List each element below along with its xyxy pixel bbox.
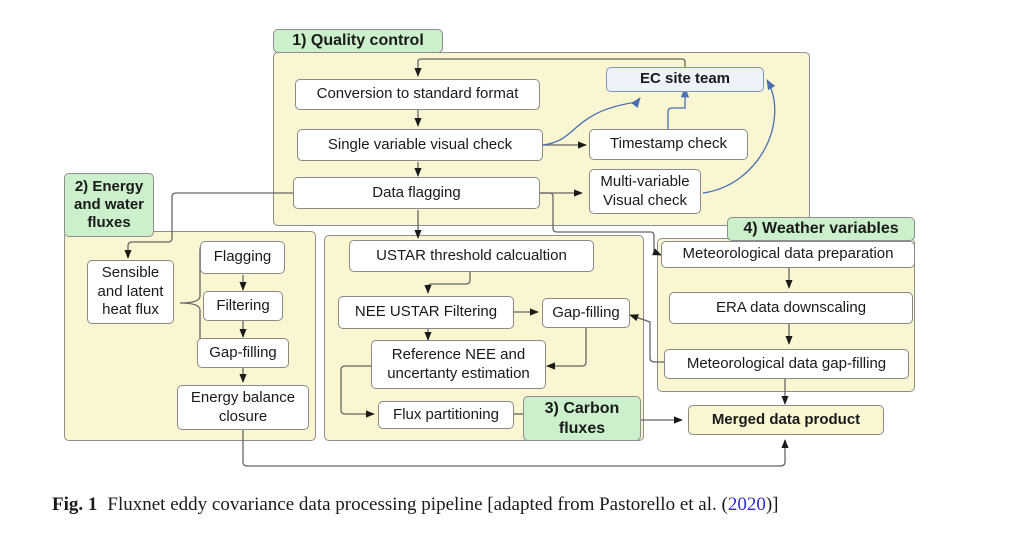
citation-link[interactable]: 2020 bbox=[727, 494, 766, 515]
edge-timestamp-ec bbox=[667, 86, 690, 130]
figure-caption: Fig. 1 Fluxnet eddy covariance data proce… bbox=[52, 494, 779, 516]
energy-balance-line: closure bbox=[218, 407, 268, 425]
multi-check-line: Visual check bbox=[603, 191, 687, 209]
edge-flagging-sensible bbox=[124, 192, 293, 259]
timestamp-check-node: Timestamp check bbox=[589, 129, 748, 160]
edge-single-ec bbox=[542, 97, 641, 146]
single-variable-check-node: Single variable visual check bbox=[297, 129, 543, 161]
reference-nee-line: Reference NEE and bbox=[391, 345, 526, 363]
energy-water-label-line: and water bbox=[73, 196, 145, 213]
sensible-line: heat flux bbox=[102, 301, 159, 319]
reference-nee-line: uncertanty estimation bbox=[387, 364, 530, 382]
weather-label: 4) Weather variables bbox=[727, 217, 915, 241]
energy-balance-line: Energy balance bbox=[190, 388, 296, 406]
edge-ustar-nee bbox=[424, 272, 471, 294]
multi-check-line: Multi-variable bbox=[600, 172, 690, 190]
merged-data-product-node: Merged data product bbox=[688, 405, 884, 435]
ustar-threshold-node: USTAR threshold calcualtion bbox=[349, 240, 594, 272]
edge-gap-reference bbox=[546, 328, 587, 370]
flux-partitioning-node: Flux partitioning bbox=[378, 401, 514, 429]
quality-control-label: 1) Quality control bbox=[273, 29, 443, 53]
edge-balance-merged bbox=[242, 430, 789, 467]
flagging-node: Flagging bbox=[200, 241, 285, 274]
caption-end: )] bbox=[765, 494, 779, 515]
carbon-label-line: fluxes bbox=[558, 419, 606, 437]
era-downscaling-node: ERA data downscaling bbox=[669, 292, 913, 324]
energy-gap-filling-node: Gap-filling bbox=[197, 338, 289, 368]
edge-reference-partition bbox=[340, 365, 375, 418]
data-flagging-node: Data flagging bbox=[293, 177, 540, 209]
sensible-line: Sensible bbox=[101, 263, 160, 281]
sensible-line: and latent bbox=[97, 282, 164, 300]
energy-water-label-line: fluxes bbox=[87, 214, 131, 231]
met-data-preparation-node: Meteorological data preparation bbox=[661, 241, 915, 268]
met-gap-filling-node: Meteorological data gap-filling bbox=[664, 349, 909, 379]
reference-nee-node: Reference NEE and uncertanty estimation bbox=[371, 340, 546, 389]
nee-ustar-filtering-node: NEE USTAR Filtering bbox=[338, 296, 514, 329]
carbon-label: 3) Carbon fluxes bbox=[523, 396, 641, 441]
sensible-latent-node: Sensible and latent heat flux bbox=[87, 260, 174, 324]
multi-variable-check-node: Multi-variable Visual check bbox=[589, 169, 701, 214]
figure-number: Fig. 1 bbox=[52, 494, 98, 515]
edge-loop-to-conversion bbox=[414, 58, 686, 80]
energy-water-label: 2) Energy and water fluxes bbox=[64, 173, 154, 237]
edge-flagging-metprep bbox=[540, 192, 662, 256]
edge-metgap-gap bbox=[629, 314, 666, 363]
filtering-node: Filtering bbox=[203, 291, 283, 321]
edge-multi-ec bbox=[702, 79, 776, 194]
carbon-gap-filling-node: Gap-filling bbox=[542, 298, 630, 328]
carbon-label-line: 3) Carbon bbox=[544, 400, 620, 418]
caption-text: Fluxnet eddy covariance data processing … bbox=[107, 494, 728, 515]
energy-water-label-line: 2) Energy bbox=[74, 178, 144, 195]
conversion-node: Conversion to standard format bbox=[295, 79, 540, 110]
ec-site-team-node: EC site team bbox=[606, 67, 764, 92]
energy-balance-node: Energy balance closure bbox=[177, 385, 309, 430]
